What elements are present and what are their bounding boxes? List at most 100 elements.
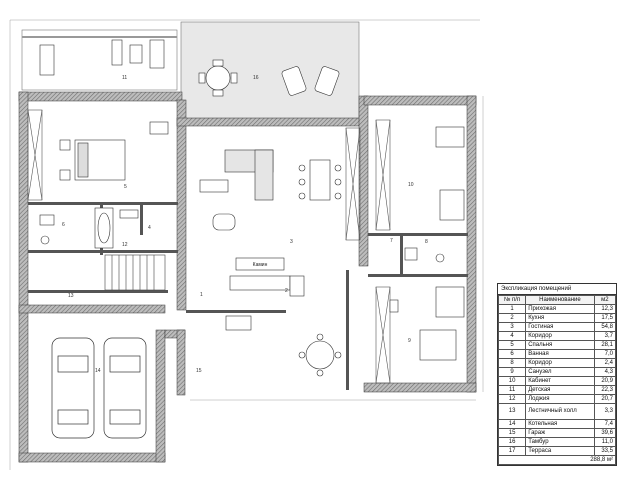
cell-area: 39,6: [593, 428, 617, 438]
cell-name: Лестничный холл: [525, 403, 595, 420]
living-furniture: [199, 149, 342, 231]
room-number: 2: [285, 288, 288, 294]
room-schedule-title: Экспликация помещений: [498, 284, 616, 295]
total-area: 288,8 м²: [498, 455, 616, 465]
cell-area: 54,8: [593, 322, 617, 332]
cell-area: 17,5: [593, 313, 617, 323]
header-name: Наименование: [525, 295, 595, 305]
room-number: 8: [425, 239, 428, 245]
cell-area: 20,9: [593, 376, 617, 386]
room-number: 16: [253, 75, 259, 81]
room-number: 10: [408, 182, 414, 188]
exterior-walls: [18, 91, 477, 463]
cell-area: 7,4: [593, 419, 617, 429]
cell-name: Кухня: [525, 313, 595, 323]
cell-num: 14: [497, 419, 527, 429]
cell-name: Котельная: [525, 419, 595, 429]
header-num: № п/п: [497, 295, 527, 305]
dimension-lines: [9, 19, 484, 470]
cell-num: 15: [497, 428, 527, 438]
cell-num: 16: [497, 437, 527, 447]
cell-area: 22,3: [593, 385, 617, 395]
room-number: 3: [290, 239, 293, 245]
room-number: 1: [200, 292, 203, 298]
room-number: 13: [68, 293, 74, 299]
room-number: 4: [148, 225, 151, 231]
cell-num: 6: [497, 349, 527, 359]
room-number: 11: [122, 75, 127, 81]
cell-name: Коридор: [525, 331, 595, 341]
room-number: 12: [122, 242, 128, 248]
bedroom-furniture: [59, 121, 169, 181]
cell-name: Детская: [525, 385, 595, 395]
terrace-furniture: [198, 59, 340, 97]
staircase: [104, 254, 166, 291]
cell-area: 7,0: [593, 349, 617, 359]
cell-num: 8: [497, 358, 527, 368]
room-schedule-table: Экспликация помещений № п/п Наименование…: [497, 283, 617, 466]
cell-num: 11: [497, 385, 527, 395]
fireplace-label: Камин: [253, 262, 268, 268]
cell-area: 3,3: [593, 403, 617, 420]
cell-name: Гараж: [525, 428, 595, 438]
cell-area: 4,3: [593, 367, 617, 377]
room-number: 5: [124, 184, 127, 190]
cell-name: Тамбур: [525, 437, 595, 447]
cell-num: 17: [497, 446, 527, 456]
room-number: 6: [62, 222, 65, 228]
cell-num: 13: [497, 403, 527, 420]
cell-area: 28,1: [593, 340, 617, 350]
right-wing-furniture: [389, 126, 465, 361]
cell-name: Ванная: [525, 349, 595, 359]
cell-name: Гостиная: [525, 322, 595, 332]
bathroom-fixtures: [39, 207, 445, 263]
loggia-equipment: [39, 39, 165, 76]
cell-name: Прихожая: [525, 304, 595, 314]
cell-name: Лоджия: [525, 394, 595, 404]
cell-num: 9: [497, 367, 527, 377]
cell-name: Терраса: [525, 446, 595, 456]
cell-area: 33,5: [593, 446, 617, 456]
room-numbers: 1 2 3 4 5 6 7 8 9 10 11 12 13 14 15 16: [62, 75, 428, 374]
cell-name: Спальня: [525, 340, 595, 350]
fireplace: Камин: [235, 257, 285, 271]
shelving: [27, 109, 391, 384]
room-number: 14: [95, 368, 101, 374]
cell-num: 10: [497, 376, 527, 386]
kitchen-furniture: [225, 275, 342, 377]
garage-cars: [51, 337, 147, 439]
room-number: 9: [408, 338, 411, 344]
cell-area: 2,4: [593, 358, 617, 368]
cell-name: Санузел: [525, 367, 595, 377]
room-number: 15: [196, 368, 202, 374]
cell-num: 5: [497, 340, 527, 350]
cell-num: 4: [497, 331, 527, 341]
cell-area: 20,7: [593, 394, 617, 404]
room-number: 7: [390, 238, 393, 244]
cell-num: 3: [497, 322, 527, 332]
cell-num: 1: [497, 304, 527, 314]
cell-num: 12: [497, 394, 527, 404]
cell-num: 2: [497, 313, 527, 323]
cell-name: Коридор: [525, 358, 595, 368]
cell-area: 3,7: [593, 331, 617, 341]
cell-area: 12,3: [593, 304, 617, 314]
header-area: м2: [593, 295, 617, 305]
